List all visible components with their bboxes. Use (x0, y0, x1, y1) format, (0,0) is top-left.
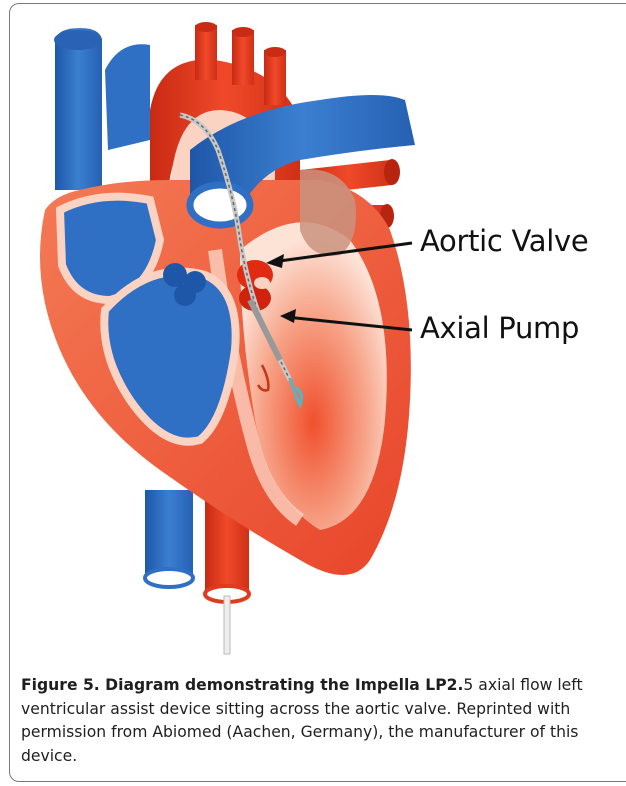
axial-pump-label: Axial Pump (420, 311, 579, 345)
superior-vena-cava (54, 28, 102, 190)
aortic-valve-label: Aortic Valve (420, 224, 588, 258)
figure-caption: Figure 5. Diagram demonstrating the Impe… (21, 674, 621, 768)
inferior-vena-cava (145, 490, 193, 587)
pulmonary-artery-top (105, 44, 150, 150)
caption-title: Figure 5. Diagram demonstrating the Impe… (21, 676, 463, 694)
